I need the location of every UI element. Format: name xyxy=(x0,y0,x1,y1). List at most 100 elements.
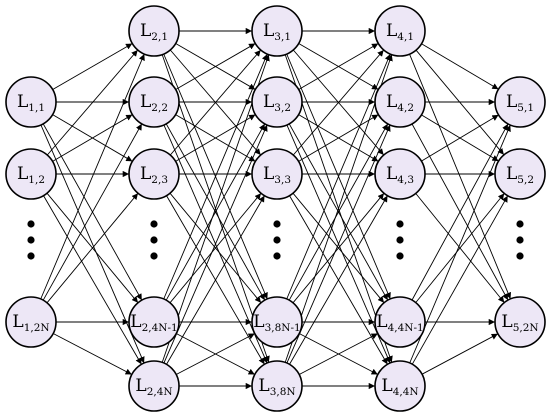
edge-L33-L41 xyxy=(292,49,385,156)
node-label-subscript: 4,4N xyxy=(393,386,419,398)
node-label-base: L xyxy=(501,312,512,332)
ellipsis-dot xyxy=(273,236,281,244)
node-L52: L5,2 xyxy=(494,148,546,200)
node-label: L1,2N xyxy=(12,312,49,334)
node-label-subscript: 5,2N xyxy=(513,322,539,334)
node-label-subscript: 4,1 xyxy=(397,31,414,43)
node-label: L3,3 xyxy=(263,164,291,186)
ellipsis-L3d xyxy=(273,220,281,260)
edge-L12-L21 xyxy=(46,49,139,156)
ellipsis-dot xyxy=(516,220,524,228)
node-L38Nm1: L3,8N-1 xyxy=(251,296,303,348)
node-label-subscript: 5,2 xyxy=(517,174,534,186)
ellipsis-dot xyxy=(27,236,35,244)
node-circle xyxy=(374,296,426,348)
edge-L24N-L33 xyxy=(166,195,265,365)
node-label-subscript: 2,3 xyxy=(151,174,168,186)
ellipsis-dot xyxy=(27,220,35,228)
node-circle xyxy=(494,76,546,128)
ellipsis-dot xyxy=(150,252,158,260)
node-label-base: L xyxy=(258,376,269,396)
node-label-base: L xyxy=(263,21,274,41)
node-circle xyxy=(494,148,546,200)
edge-L24N-L31 xyxy=(161,54,270,363)
node-L21: L2,1 xyxy=(128,5,180,57)
ellipsis-dot xyxy=(396,252,404,260)
node-circle xyxy=(251,296,303,348)
node-label: L4,1 xyxy=(386,21,414,43)
edge-L11-L21 xyxy=(52,43,133,90)
node-label-base: L xyxy=(17,164,28,184)
node-L41: L4,1 xyxy=(374,5,426,57)
edge-group xyxy=(40,27,512,390)
node-circle xyxy=(128,76,180,128)
edge-L12N-L23 xyxy=(46,192,139,304)
node-label-base: L xyxy=(17,92,28,112)
ellipsis-dot xyxy=(516,236,524,244)
ellipsis-dot xyxy=(150,236,158,244)
node-circle xyxy=(128,5,180,57)
node-L42: L4,2 xyxy=(374,76,426,128)
edge-L43-L51 xyxy=(421,114,499,162)
node-circle xyxy=(251,76,303,128)
node-label-base: L xyxy=(135,376,146,396)
ellipsis-dot xyxy=(273,252,281,260)
node-L52N: L5,2N xyxy=(494,296,546,348)
edge-L12N-L24N xyxy=(52,333,133,375)
node-circle xyxy=(251,5,303,57)
edge-L12-L22 xyxy=(52,114,133,162)
node-circle xyxy=(494,296,546,348)
node-L51: L5,1 xyxy=(494,76,546,128)
node-circle xyxy=(374,148,426,200)
node-label-base: L xyxy=(140,92,151,112)
node-label-subscript: 3,3 xyxy=(274,174,291,186)
node-label-subscript: 4,4N-1 xyxy=(388,322,424,334)
edge-L38Nm1-L42 xyxy=(288,123,389,301)
node-L12N: L1,2N xyxy=(5,296,57,348)
node-circle xyxy=(128,148,180,200)
node-label: L2,3 xyxy=(140,164,168,186)
node-label-subscript: 1,2 xyxy=(28,174,45,186)
node-label-base: L xyxy=(140,21,151,41)
node-label-base: L xyxy=(506,92,517,112)
edge-L41-L52N xyxy=(409,53,512,300)
ellipsis-dot xyxy=(273,220,281,228)
node-label-subscript: 1,2N xyxy=(24,322,50,334)
node-label: L4,4N xyxy=(381,376,418,398)
node-label-base: L xyxy=(381,376,392,396)
edge-L23-L32 xyxy=(175,114,256,162)
edge-L38N-L44Nm1 xyxy=(298,333,379,375)
edge-L24N-L38Nm1 xyxy=(175,333,256,375)
node-L24Nm1: L2,4N-1 xyxy=(128,296,180,348)
edge-L38Nm1-L41 xyxy=(286,53,391,300)
ellipsis-dot xyxy=(150,220,158,228)
node-label-subscript: 3,8N xyxy=(270,386,296,398)
node-L23: L2,3 xyxy=(128,148,180,200)
node-label-base: L xyxy=(253,312,264,332)
node-L44N: L4,4N xyxy=(374,360,426,412)
node-label-subscript: 5,1 xyxy=(517,102,534,114)
edge-L11-L24N xyxy=(40,124,145,364)
node-L38N: L3,8N xyxy=(251,360,303,412)
edge-L33-L42 xyxy=(298,114,379,162)
edge-L41-L52 xyxy=(415,49,505,156)
edge-L44Nm1-L51 xyxy=(411,123,509,301)
edge-L32-L41 xyxy=(298,43,379,90)
node-label-base: L xyxy=(386,21,397,41)
node-label-subscript: 3,1 xyxy=(274,31,291,43)
node-label-base: L xyxy=(130,312,141,332)
edge-L44N-L51 xyxy=(409,124,511,364)
edge-L38N-L42 xyxy=(286,124,391,364)
edge-L44N-L52 xyxy=(411,195,509,365)
edge-L44N-L52N xyxy=(421,333,499,375)
node-label: L4,4N-1 xyxy=(376,312,423,334)
node-L32: L3,2 xyxy=(251,76,303,128)
node-L43: L4,3 xyxy=(374,148,426,200)
edge-L12N-L22 xyxy=(42,123,143,301)
node-label-subscript: 4,2 xyxy=(397,102,414,114)
edge-L24N-L32 xyxy=(163,124,268,364)
node-circle xyxy=(5,296,57,348)
node-L11: L1,1 xyxy=(5,76,57,128)
node-circle xyxy=(374,360,426,412)
